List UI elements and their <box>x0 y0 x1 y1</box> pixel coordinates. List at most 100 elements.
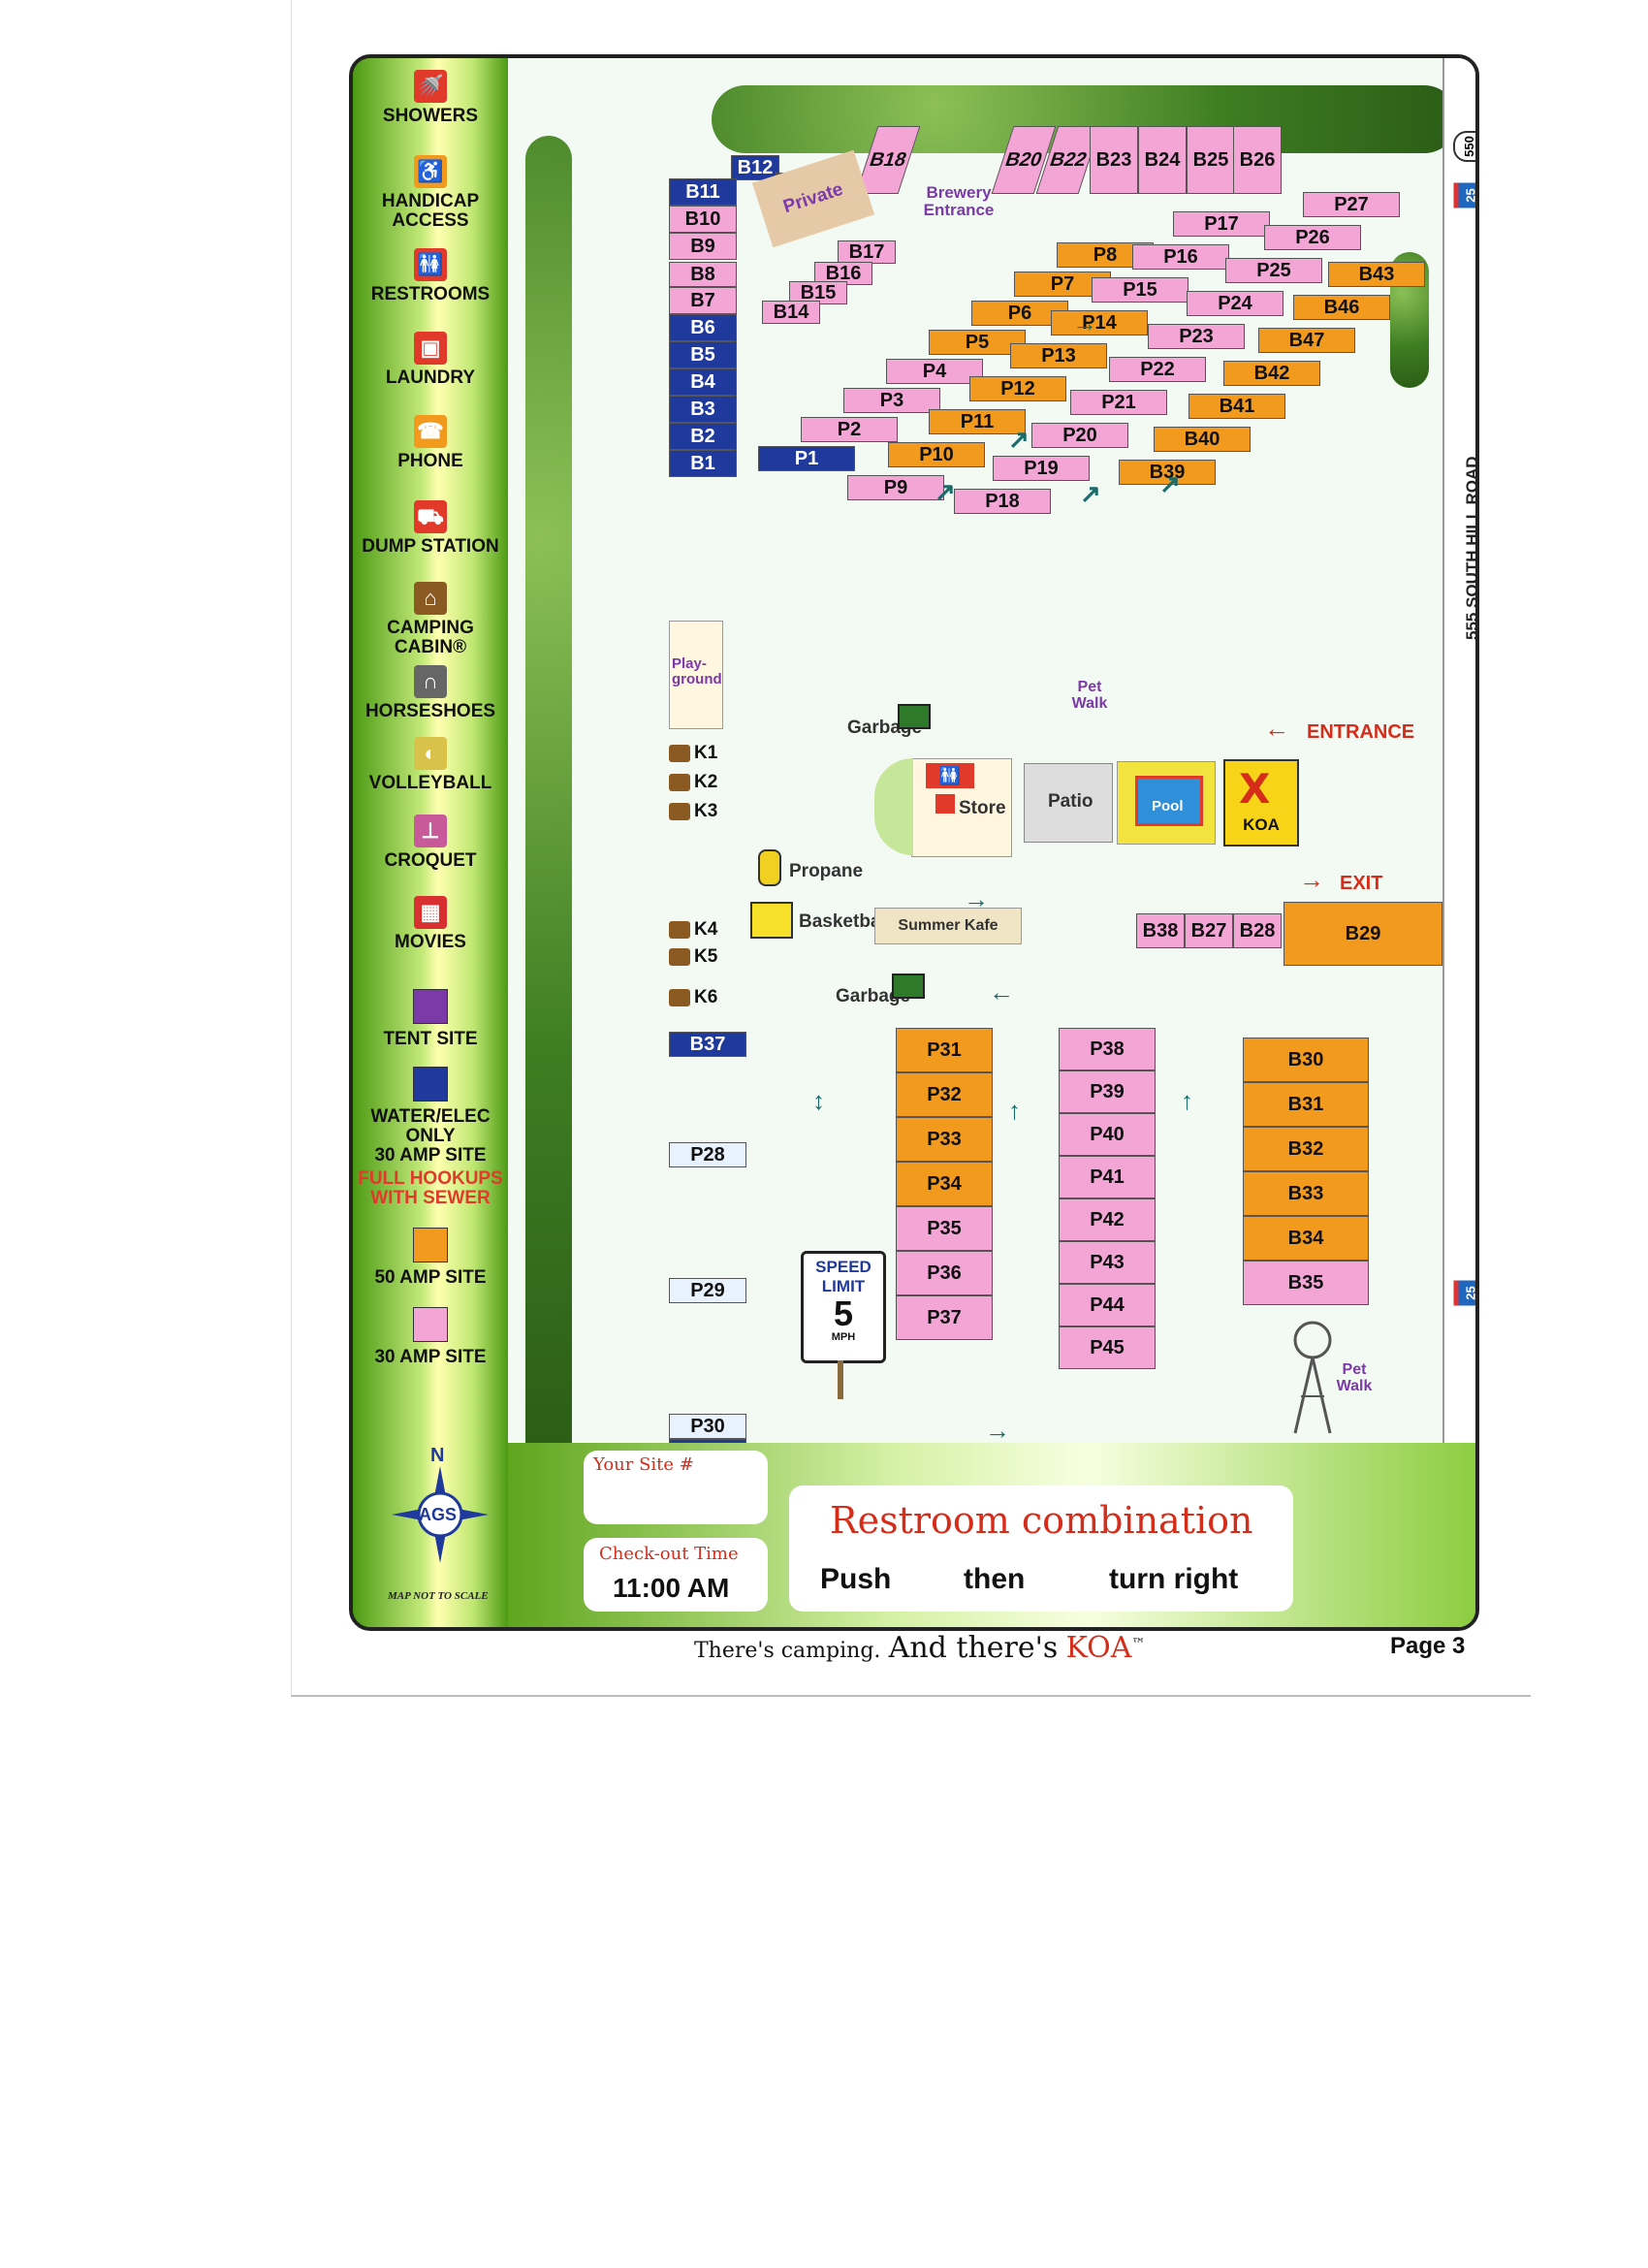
your-site-label: Your Site # <box>593 1454 694 1475</box>
legend-swatch-tent-site: TENT SITE <box>353 989 508 1049</box>
exit-label: EXIT <box>1340 873 1383 894</box>
speed-sign-unit: MPH <box>831 1331 856 1343</box>
dump-station-icon: ⛟ <box>414 500 447 533</box>
site-b7: B7 <box>669 287 737 314</box>
cabin-label: K4 <box>694 919 718 940</box>
site-p44: P44 <box>1059 1284 1156 1326</box>
tree-band-left <box>525 136 572 1474</box>
site-p25: P25 <box>1225 258 1322 283</box>
direction-arrow: ↑ <box>1008 1096 1021 1125</box>
site-p42: P42 <box>1059 1198 1156 1241</box>
legend-label-30-amp-site: 30 AMP SITE <box>374 1347 487 1367</box>
site-p15: P15 <box>1092 277 1188 303</box>
campground-map: 🚿SHOWERS♿HANDICAP ACCESS🚻RESTROOMS▣LAUND… <box>349 54 1479 1631</box>
site-p10: P10 <box>888 442 985 467</box>
site-p1: P1 <box>758 446 855 471</box>
pool-label: Pool <box>1152 798 1184 815</box>
legend-label-dump-station: DUMP STATION <box>362 536 499 557</box>
brewery-entrance-label: Brewery Entrance <box>923 183 995 219</box>
store-label: Store <box>959 798 1006 818</box>
exit-arrow: → <box>1299 865 1324 894</box>
site-p9: P9 <box>847 475 944 500</box>
restroom-step-2: then <box>964 1563 1026 1595</box>
site-b3: B3 <box>669 396 737 423</box>
site-p40: P40 <box>1059 1113 1156 1156</box>
site-p14: P14 <box>1051 310 1148 335</box>
legend-item-volleyball: ◐VOLLEYBALL <box>353 737 508 793</box>
site-p28: P28 <box>669 1142 746 1167</box>
cabin-label: K6 <box>694 987 718 1007</box>
legend-label-50-amp-site: 50 AMP SITE <box>374 1267 487 1288</box>
site-p38: P38 <box>1059 1028 1156 1070</box>
restroom-step-1: Push <box>820 1563 892 1595</box>
your-site-box: Your Site # <box>584 1451 768 1524</box>
site-p45: P45 <box>1059 1326 1156 1369</box>
cabin-k4: K4 <box>669 917 723 942</box>
direction-arrow: ↗ <box>935 477 956 506</box>
speed-sign-line2: LIMIT <box>821 1277 866 1295</box>
direction-arrow: ← <box>989 977 1014 1006</box>
site-p26: P26 <box>1264 225 1361 250</box>
site-p32: P32 <box>896 1072 993 1117</box>
legend-label-water-elec-only: WATER/ELEC ONLY <box>370 1106 491 1146</box>
direction-arrow: ↗ <box>1159 469 1181 498</box>
tagline-trademark: ™ <box>1131 1636 1146 1652</box>
cabin-label: K5 <box>694 946 718 967</box>
site-b2: B2 <box>669 423 737 450</box>
legend-item-restrooms: 🚻RESTROOMS <box>353 248 508 304</box>
entrance-label: ENTRANCE <box>1307 721 1415 743</box>
site-b35: B35 <box>1243 1261 1369 1305</box>
site-p27: P27 <box>1303 192 1400 217</box>
direction-arrow: ↓ <box>1474 1309 1475 1339</box>
koa-logo-text: KOA <box>1243 815 1280 834</box>
interstate-25-label-top: 25 <box>1463 188 1478 203</box>
site-b17: B17 <box>838 240 896 264</box>
cabin-icon: ⌂ <box>414 582 447 615</box>
info-strip: Your Site # Check-out Time 11:00 AM Rest… <box>508 1443 1475 1627</box>
legend-item-croquet: ⊥CROQUET <box>353 815 508 871</box>
laundry-icon: ▣ <box>414 332 447 365</box>
site-p37: P37 <box>896 1295 993 1340</box>
compass-star <box>392 1466 489 1563</box>
swatch-30-amp-site <box>413 1307 448 1342</box>
site-p31: P31 <box>896 1028 993 1072</box>
site-b1: B1 <box>669 450 737 477</box>
site-p36: P36 <box>896 1251 993 1295</box>
playground: Play-ground <box>669 621 723 729</box>
shower-icon: 🚿 <box>414 70 447 103</box>
legend-label-croquet: CROQUET <box>384 850 477 871</box>
restroom-icon: 🚻 <box>926 763 974 788</box>
site-p30: P30 <box>669 1414 746 1439</box>
site-p43: P43 <box>1059 1241 1156 1284</box>
direction-arrow: ↕ <box>812 1086 825 1115</box>
cabin-icon <box>669 948 690 966</box>
site-p33: P33 <box>896 1117 993 1162</box>
pet-walk-label-top: Pet Walk <box>1071 679 1108 712</box>
cabin-label: K1 <box>694 743 718 763</box>
garbage-icon-top <box>898 704 931 729</box>
swatch-50-amp-site <box>413 1228 448 1262</box>
cabin-k2: K2 <box>669 770 723 795</box>
garbage-icon-bottom <box>892 974 925 999</box>
legend-label-restrooms: RESTROOMS <box>370 284 491 304</box>
site-b34: B34 <box>1243 1216 1369 1261</box>
compass-rose: N AGS <box>392 1445 489 1563</box>
site-p29: P29 <box>669 1278 746 1303</box>
checkout-box: Check-out Time 11:00 AM <box>584 1538 768 1612</box>
direction-arrow: → <box>985 1416 1010 1445</box>
speed-sign-post <box>838 1360 843 1399</box>
legend-swatch-50-amp-site: 50 AMP SITE <box>353 1228 508 1288</box>
site-b41: B41 <box>1188 394 1285 419</box>
site-b30: B30 <box>1243 1038 1369 1082</box>
site-p5: P5 <box>929 330 1026 355</box>
restroom-step-3: turn right <box>1109 1563 1239 1595</box>
legend-label-showers: SHOWERS <box>382 106 479 126</box>
site-p41: P41 <box>1059 1156 1156 1198</box>
site-b25: B25 <box>1187 126 1235 194</box>
site-b4: B4 <box>669 368 737 396</box>
cabin-k3: K3 <box>669 799 723 824</box>
legend-label-volleyball: VOLLEYBALL <box>368 773 492 793</box>
interstate-25-label-bottom: 25 <box>1463 1286 1478 1300</box>
restroom-combination-title: Restroom combination <box>830 1499 1253 1542</box>
cabin-icon <box>669 921 690 939</box>
